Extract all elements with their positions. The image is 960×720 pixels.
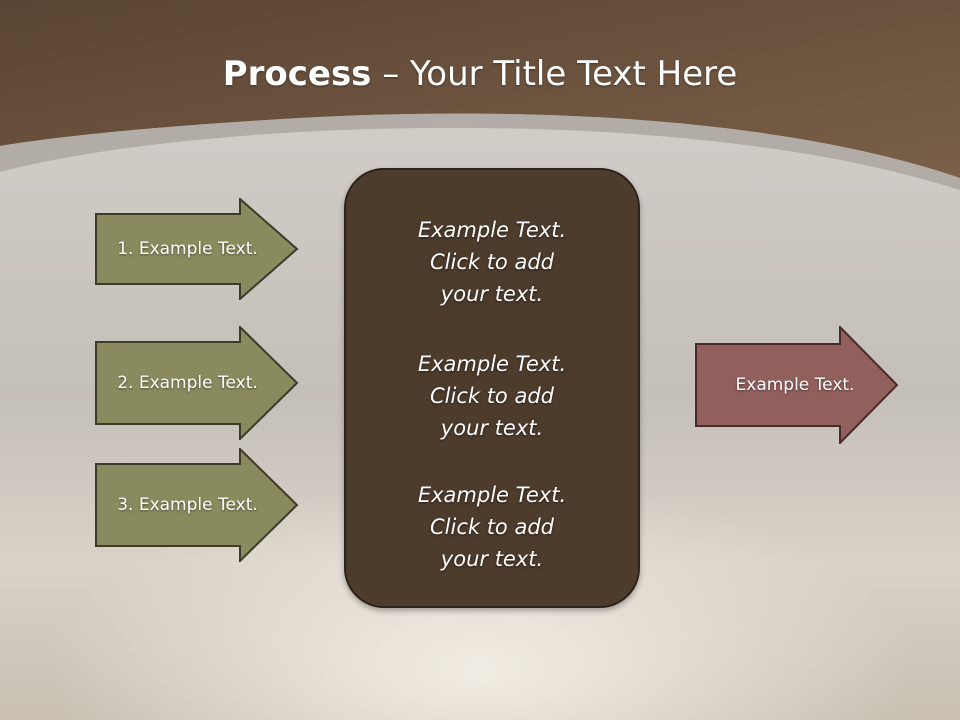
input-arrow-2[interactable]: 2. Example Text. [95,326,300,440]
center-text-line: Click to add [429,250,554,274]
center-text-line: Click to add [429,515,554,539]
center-text-line: Example Text. [417,483,567,507]
center-text-line: Example Text. [417,352,567,376]
center-text-line: Click to add [429,384,554,408]
center-text-line: your text. [440,282,544,306]
center-text-line: your text. [440,547,544,571]
input-arrow-label: 1. Example Text. [117,239,258,259]
center-text-line: your text. [440,416,544,440]
arrow-shape [95,326,299,440]
title-rest: – Your Title Text Here [371,54,738,94]
output-arrow-label: Example Text. [735,375,855,395]
center-text-block-2: Example Text. Click to add your text. [346,348,638,444]
title-bold: Process [222,54,372,94]
arrow-shape [95,198,299,300]
output-arrow[interactable]: Example Text. [695,326,900,444]
arrow-shape [95,448,299,562]
arrow-shape [695,326,899,444]
input-arrow-3[interactable]: 3. Example Text. [95,448,300,562]
input-arrow-1[interactable]: 1. Example Text. [95,198,300,300]
center-text-block-1: Example Text. Click to add your text. [346,214,638,310]
center-text-block-3: Example Text. Click to add your text. [346,479,638,575]
center-process-box[interactable]: Example Text. Click to add your text. Ex… [344,168,640,608]
center-text-line: Example Text. [417,218,567,242]
slide-title[interactable]: Process – Your Title Text Here [0,50,960,98]
input-arrow-label: 3. Example Text. [117,495,258,515]
input-arrow-label: 2. Example Text. [117,373,258,393]
